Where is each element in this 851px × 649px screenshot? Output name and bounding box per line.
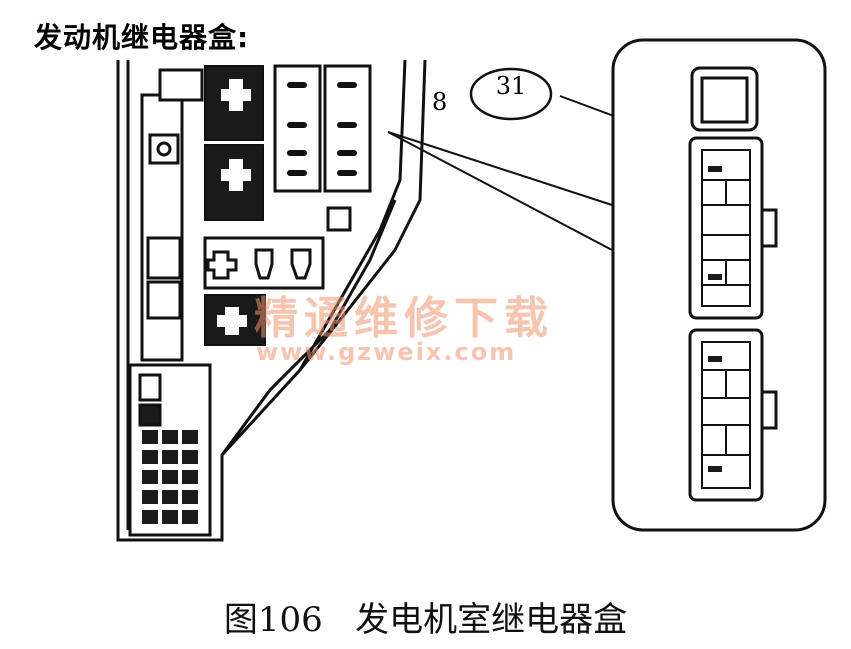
callout-number-31: 31 xyxy=(495,72,527,100)
enlarged-connector-slots xyxy=(708,166,722,472)
small-square-socket xyxy=(326,206,352,232)
relay-box-diagonal-2 xyxy=(298,59,427,371)
bottom-connector-pins xyxy=(142,430,198,524)
relay-blocks xyxy=(203,65,325,346)
relay-box-diagonal xyxy=(220,199,397,456)
figure-caption: 图106 发电机室继电器盒 xyxy=(223,600,628,640)
relay-pin-marks xyxy=(217,79,251,335)
callout-31-ellipse xyxy=(469,67,553,121)
callout-number-8: 8 xyxy=(432,88,448,116)
diagram-heading: 发动机继电器盒: xyxy=(34,21,250,54)
watermark-url: www.gzweix.com xyxy=(256,338,517,366)
enlarged-connector xyxy=(688,66,778,502)
enlarged-connector-cells xyxy=(701,149,751,489)
small-relay-sockets xyxy=(206,248,312,280)
fuse-dashes xyxy=(287,82,357,176)
fuse-column xyxy=(140,68,204,362)
watermark-text: 精通维修下载 xyxy=(254,293,554,344)
